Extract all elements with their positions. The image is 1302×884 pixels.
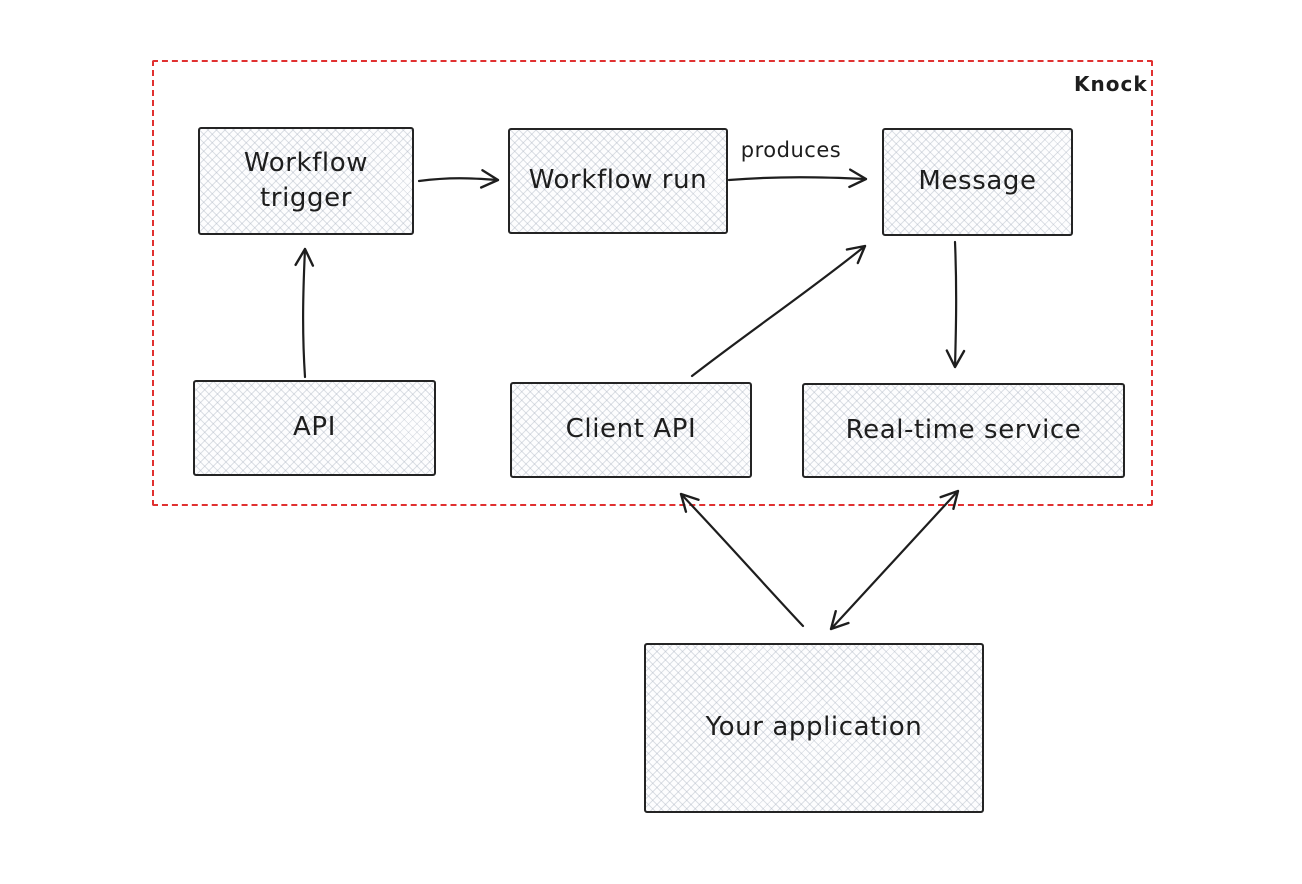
node-real-time-service-label: Real-time service — [845, 414, 1082, 445]
node-api-label: API — [293, 412, 336, 443]
node-real-time-service: Real-time service — [802, 383, 1125, 478]
node-workflow-trigger: Workflow trigger — [198, 127, 414, 235]
node-message: Message — [882, 128, 1073, 236]
arrow-yourapp-to-client-api — [679, 492, 805, 628]
node-api: API — [193, 380, 436, 476]
arrow-realtime-yourapp-bidirectional — [829, 489, 960, 631]
node-message-label: Message — [918, 166, 1037, 197]
node-client-api: Client API — [510, 382, 752, 478]
node-workflow-trigger-label: Workflow trigger — [243, 147, 369, 213]
knock-boundary-label: Knock — [1074, 72, 1148, 96]
node-your-application-label: Your application — [705, 712, 923, 743]
node-your-application: Your application — [644, 643, 984, 813]
node-client-api-label: Client API — [565, 414, 697, 445]
edge-label-produces: produces — [740, 138, 842, 162]
node-workflow-run: Workflow run — [508, 128, 728, 234]
knock-boundary-frame — [152, 60, 1153, 506]
node-workflow-run-label: Workflow run — [528, 165, 708, 196]
